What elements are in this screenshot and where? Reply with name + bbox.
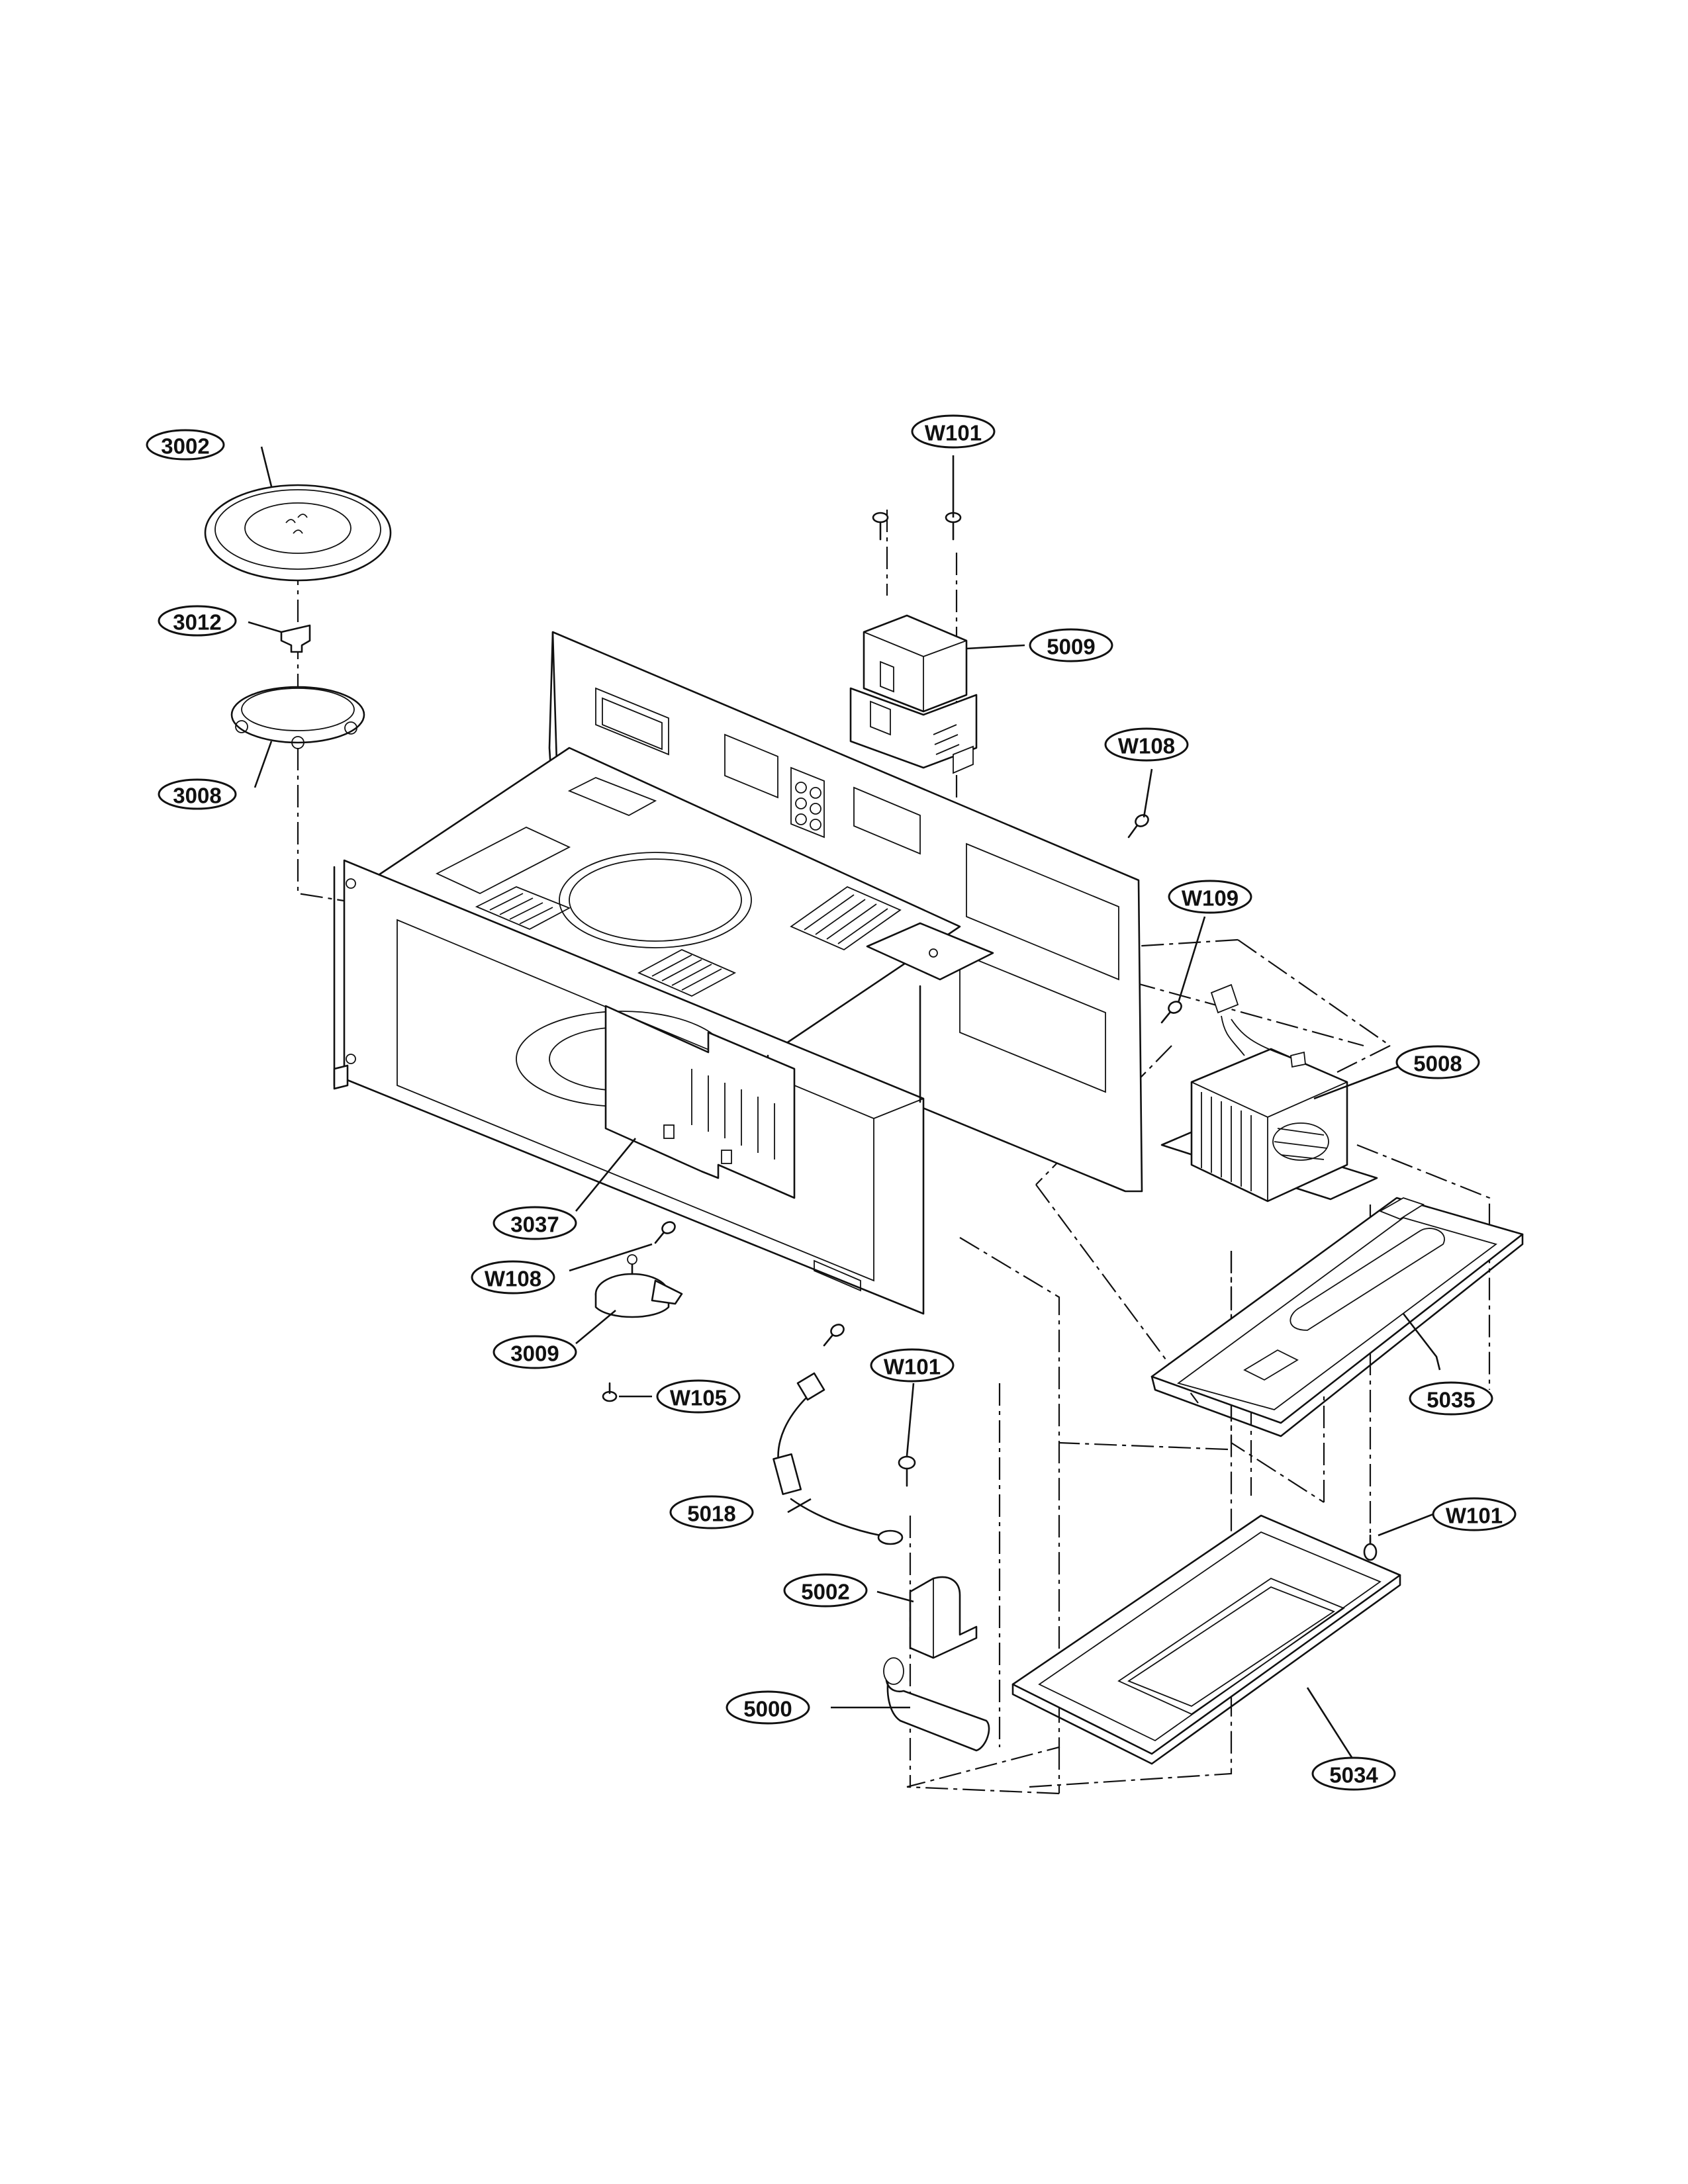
screw-w101-front [823, 1324, 845, 1347]
callout-w101-mid: W101 [870, 1348, 955, 1383]
turntable-coupler [280, 624, 311, 653]
callout-3002-label: 3002 [161, 434, 209, 459]
vent-grid-top-left [475, 886, 571, 930]
interlock-switch [883, 1657, 990, 1752]
high-voltage-transformer [1160, 983, 1378, 1203]
callout-w101-right-label: W101 [1446, 1504, 1503, 1528]
callout-w108-right-label: W108 [1118, 734, 1175, 758]
callout-w109-label: W109 [1182, 886, 1239, 911]
screw-w101-top-left [872, 512, 889, 541]
callout-w101-right: W101 [1432, 1497, 1517, 1531]
callout-5002: 5002 [783, 1573, 868, 1608]
callout-w105: W105 [656, 1379, 741, 1414]
callout-3008: 3008 [158, 778, 237, 810]
callout-5009: 5009 [1029, 628, 1113, 662]
callout-3037-label: 3037 [510, 1212, 559, 1237]
callout-w101-top: W101 [911, 414, 996, 449]
screws [602, 512, 1378, 1561]
oven-cavity-chassis [333, 631, 1143, 1315]
callout-5000-label: 5000 [743, 1697, 792, 1721]
screw-w108-right [1127, 814, 1149, 839]
high-voltage-capacitor [849, 614, 978, 774]
vent-grid-top-right [790, 886, 902, 951]
callout-w105-label: W105 [670, 1386, 727, 1410]
screw-w109 [1160, 1001, 1182, 1024]
power-connector-block [790, 766, 825, 839]
callout-5035-label: 5035 [1427, 1388, 1475, 1412]
base-plate [1150, 1197, 1524, 1437]
callout-5035: 5035 [1409, 1381, 1493, 1416]
bottom-cover-plate [1011, 1514, 1401, 1765]
callout-3002: 3002 [146, 429, 225, 461]
callout-5018: 5018 [669, 1495, 754, 1529]
screw-w108-left [654, 1221, 676, 1244]
callout-5002-label: 5002 [801, 1580, 849, 1604]
callout-3012-label: 3012 [173, 610, 221, 635]
callout-5018-label: 5018 [687, 1502, 735, 1526]
turntable-glass-tray [204, 484, 392, 582]
screw-w101-mid [898, 1455, 916, 1487]
callout-5009-label: 5009 [1047, 635, 1095, 659]
callout-5000: 5000 [726, 1690, 810, 1725]
screw-w105 [602, 1382, 618, 1402]
roller-ring [230, 686, 365, 749]
callout-3008-label: 3008 [173, 784, 221, 808]
callout-5034-label: 5034 [1329, 1763, 1378, 1788]
callout-w108-left-label: W108 [485, 1267, 541, 1291]
callout-w109: W109 [1168, 880, 1252, 914]
callout-3009-label: 3009 [510, 1342, 559, 1366]
callout-3037: 3037 [492, 1206, 577, 1240]
callout-w101-top-label: W101 [925, 421, 982, 445]
callout-3012: 3012 [158, 605, 237, 637]
leader-lines [248, 446, 1441, 1761]
wire-lead-assembly [773, 1372, 904, 1545]
vent-grid-front [637, 948, 737, 997]
callout-5034: 5034 [1311, 1756, 1396, 1791]
callout-w101-mid-label: W101 [884, 1355, 941, 1379]
callout-5008-label: 5008 [1413, 1052, 1462, 1076]
callout-5008: 5008 [1395, 1045, 1480, 1079]
callout-w108-left: W108 [471, 1260, 555, 1295]
screw-w101-right [1363, 1534, 1378, 1561]
interlock-bracket [909, 1576, 978, 1659]
turntable-motor [594, 1254, 683, 1318]
callout-3009: 3009 [492, 1335, 577, 1369]
waveguide-cover [604, 1005, 796, 1199]
callout-w108-right: W108 [1104, 727, 1189, 762]
